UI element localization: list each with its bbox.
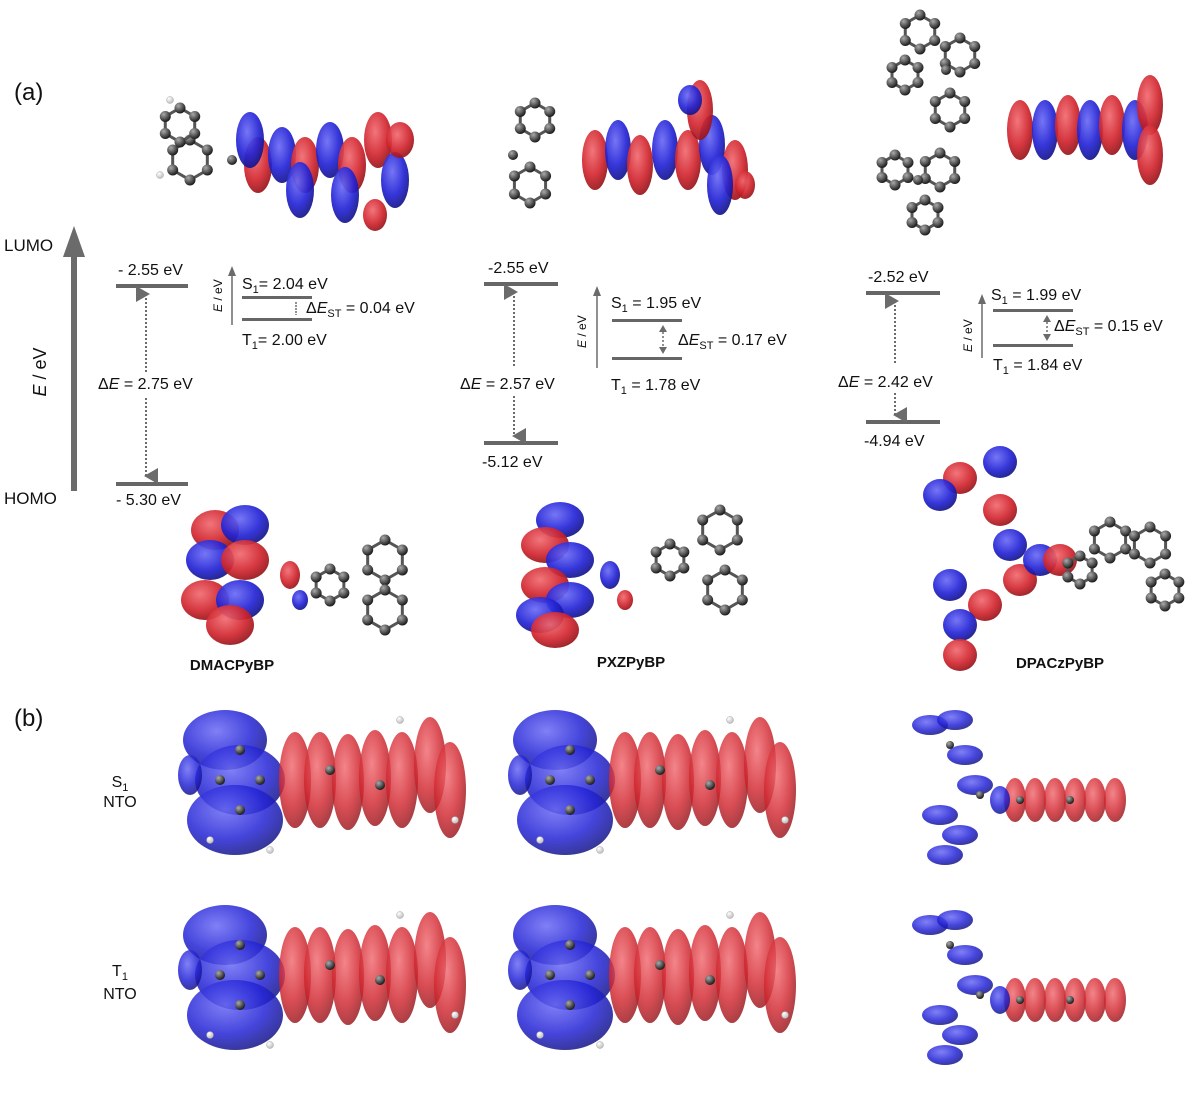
svg-text:NTO: NTO — [103, 986, 136, 1003]
t1-value: T1 = 1.84 eV — [993, 357, 1083, 377]
mini-axis-title: E / eV — [211, 279, 225, 312]
svg-text:S1: S1 — [112, 774, 129, 794]
dest-value: ΔEST = 0.17 eV — [678, 332, 787, 352]
t1-value: T1= 2.00 eV — [242, 332, 327, 352]
panel-label-b: (b) — [14, 705, 43, 732]
lumo-orbital-dmacpybp — [156, 96, 414, 231]
s1-value: S1= 2.04 eV — [242, 276, 328, 296]
dest-value: ΔEST = 0.04 eV — [306, 300, 415, 320]
panel-label-a: (a) — [14, 79, 43, 106]
nto-t1-dpaczpybp — [912, 910, 1126, 1065]
orbital-images — [156, 9, 1185, 1065]
gap-value: ΔE = 2.42 eV — [838, 374, 933, 391]
molecule-name-dpaczpybp: DPACzPyBP — [1016, 655, 1104, 672]
homo-value: -5.12 eV — [482, 454, 543, 471]
nto-t1-dmacpybp — [178, 905, 466, 1050]
homo-value: -4.94 eV — [864, 433, 925, 450]
gap-value: ΔE = 2.57 eV — [460, 376, 555, 393]
mini-axis-title: E / eV — [961, 319, 975, 352]
homo-orbital-dpaczpybp — [923, 446, 1185, 671]
nto-t1-pxzpybp — [508, 905, 796, 1050]
mini-axis-title: E / eV — [575, 315, 589, 348]
molecule-name-dmacpybp: DMACPyBP — [190, 657, 274, 674]
lumo-value: - 2.55 eV — [118, 262, 183, 279]
molecule-name-pxzpybp: PXZPyBP — [597, 654, 665, 671]
s1-value: S1 = 1.95 eV — [611, 295, 702, 315]
energy-diagram-dpaczpybp: -2.52 eV -4.94 eV ΔE = 2.42 eV E / eV S1… — [838, 269, 1163, 450]
nto-s1-dmacpybp — [178, 710, 466, 855]
homo-orbital-dmacpybp — [181, 505, 408, 645]
lumo-value: -2.55 eV — [488, 260, 549, 277]
nto-s1-dpaczpybp — [912, 710, 1126, 865]
energy-diagram-dmacpybp: - 2.55 eV - 5.30 eV ΔE = 2.75 eV E / eV … — [98, 262, 415, 509]
nto-row-label-s1: S1 NTO — [103, 774, 136, 811]
lumo-orbital-dpaczpybp — [876, 9, 1163, 236]
lumo-label: LUMO — [4, 236, 53, 255]
homo-label: HOMO — [4, 489, 57, 508]
energy-axis-title: E / eV — [30, 347, 50, 396]
t1-value: T1 = 1.78 eV — [611, 377, 701, 397]
dest-value: ΔEST = 0.15 eV — [1054, 318, 1163, 338]
lumo-orbital-pxzpybp — [508, 80, 755, 215]
lumo-value: -2.52 eV — [868, 269, 929, 286]
energy-axis: LUMO HOMO E / eV — [4, 226, 85, 508]
homo-value: - 5.30 eV — [116, 492, 181, 509]
s1-value: S1 = 1.99 eV — [991, 287, 1082, 307]
svg-text:NTO: NTO — [103, 794, 136, 811]
nto-row-label-t1: T1 NTO — [103, 963, 136, 1003]
svg-text:T1: T1 — [112, 963, 128, 983]
nto-s1-pxzpybp — [508, 710, 796, 855]
energy-diagram-pxzpybp: -2.55 eV -5.12 eV ΔE = 2.57 eV E / eV S1… — [460, 260, 787, 471]
homo-orbital-pxzpybp — [516, 502, 748, 648]
gap-value: ΔE = 2.75 eV — [98, 376, 193, 393]
